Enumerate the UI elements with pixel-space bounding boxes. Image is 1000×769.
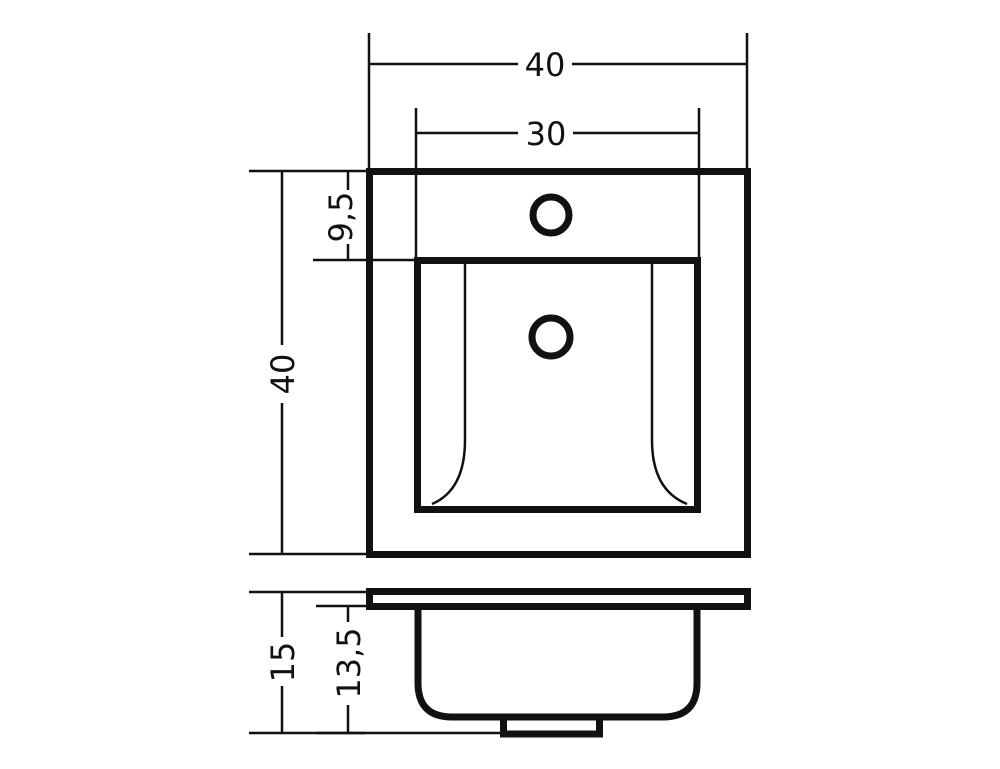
countertop-outline bbox=[366, 168, 751, 558]
top-view bbox=[366, 168, 751, 558]
basin-profile bbox=[414, 609, 701, 721]
dimension-depth: 40 bbox=[249, 169, 366, 556]
basin-right-curve bbox=[650, 264, 688, 506]
basin-left-curve bbox=[431, 264, 467, 506]
dimension-label-top-width: 40 bbox=[525, 46, 566, 84]
countertop-slab bbox=[366, 588, 751, 610]
dimension-tap-offset: 9,5 bbox=[313, 171, 414, 262]
dimension-label-tap-offset: 9,5 bbox=[322, 192, 360, 243]
drain-outlet bbox=[500, 713, 603, 738]
dimension-top-width: 40 bbox=[367, 33, 749, 168]
drain-hole bbox=[528, 314, 574, 360]
dimension-label-basin-width: 30 bbox=[526, 115, 567, 153]
dimension-total-height: 15 bbox=[249, 590, 500, 735]
dimension-label-total-height: 15 bbox=[264, 642, 302, 683]
dimension-basin-width: 30 bbox=[414, 108, 701, 258]
side-view bbox=[366, 588, 751, 738]
basin-outline bbox=[414, 257, 701, 513]
dimension-label-depth: 40 bbox=[264, 354, 302, 395]
dimension-label-basin-height: 13,5 bbox=[330, 627, 368, 698]
tap-hole bbox=[529, 193, 573, 237]
dimension-basin-height: 13,5 bbox=[316, 604, 368, 735]
